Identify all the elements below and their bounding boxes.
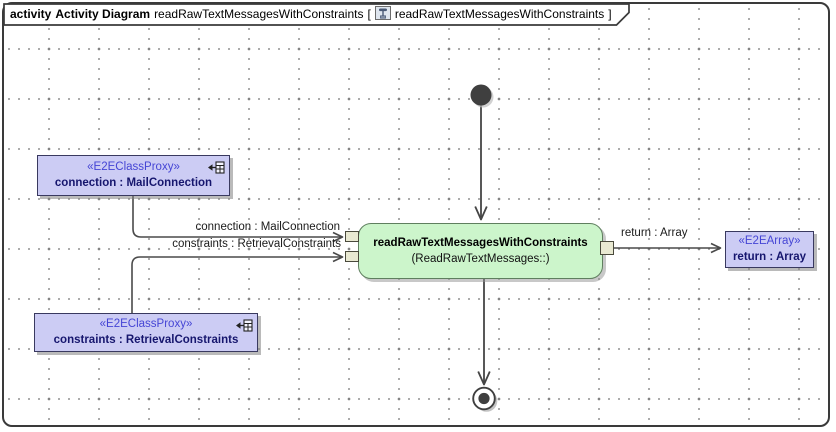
proxy-link-icon	[208, 161, 225, 174]
object-name: connection : MailConnection	[54, 176, 213, 189]
activity-diagram-icon	[374, 6, 391, 20]
object-node-connection[interactable]: «E2EClassProxy» connection : MailConnect…	[37, 155, 230, 196]
input-pin-constraints[interactable]	[345, 251, 359, 262]
action-name: readRawTextMessagesWithConstraints	[373, 236, 588, 249]
object-node-return[interactable]: «E2EArray» return : Array	[725, 231, 814, 268]
header-diagram-type: Activity Diagram	[55, 6, 151, 21]
object-stereotype: «E2EClassProxy»	[99, 317, 193, 330]
object-name: return : Array	[732, 250, 807, 263]
object-stereotype: «E2EArray»	[738, 234, 801, 247]
action-node-readRawTextMessagesWithConstraints[interactable]: readRawTextMessagesWithConstraints (Read…	[358, 223, 603, 279]
input-pin-connection[interactable]	[345, 231, 359, 242]
object-node-constraints[interactable]: «E2EClassProxy» constraints : RetrievalC…	[34, 313, 258, 352]
edge-label-constraints[interactable]: constraints : RetrievalConstraints	[172, 238, 341, 250]
header-keyword: activity	[10, 6, 52, 21]
header-bracket-close: ]	[608, 6, 612, 21]
action-behavior: (ReadRawTextMessages::)	[411, 253, 550, 265]
edge-label-connection[interactable]: connection : MailConnection	[195, 221, 340, 233]
edge-label-return[interactable]: return : Array	[621, 227, 688, 239]
diagram-header: activity Activity Diagram readRawTextMes…	[10, 5, 612, 22]
header-bracket-open: [	[367, 6, 371, 21]
header-context-name: readRawTextMessagesWithConstraints	[394, 6, 605, 21]
object-name: constraints : RetrievalConstraints	[53, 333, 239, 346]
proxy-link-icon	[236, 319, 253, 332]
output-pin-return[interactable]	[600, 241, 614, 255]
object-stereotype: «E2EClassProxy»	[87, 160, 180, 173]
header-diagram-name: readRawTextMessagesWithConstraints	[154, 6, 364, 21]
diagram-frame	[2, 2, 830, 427]
